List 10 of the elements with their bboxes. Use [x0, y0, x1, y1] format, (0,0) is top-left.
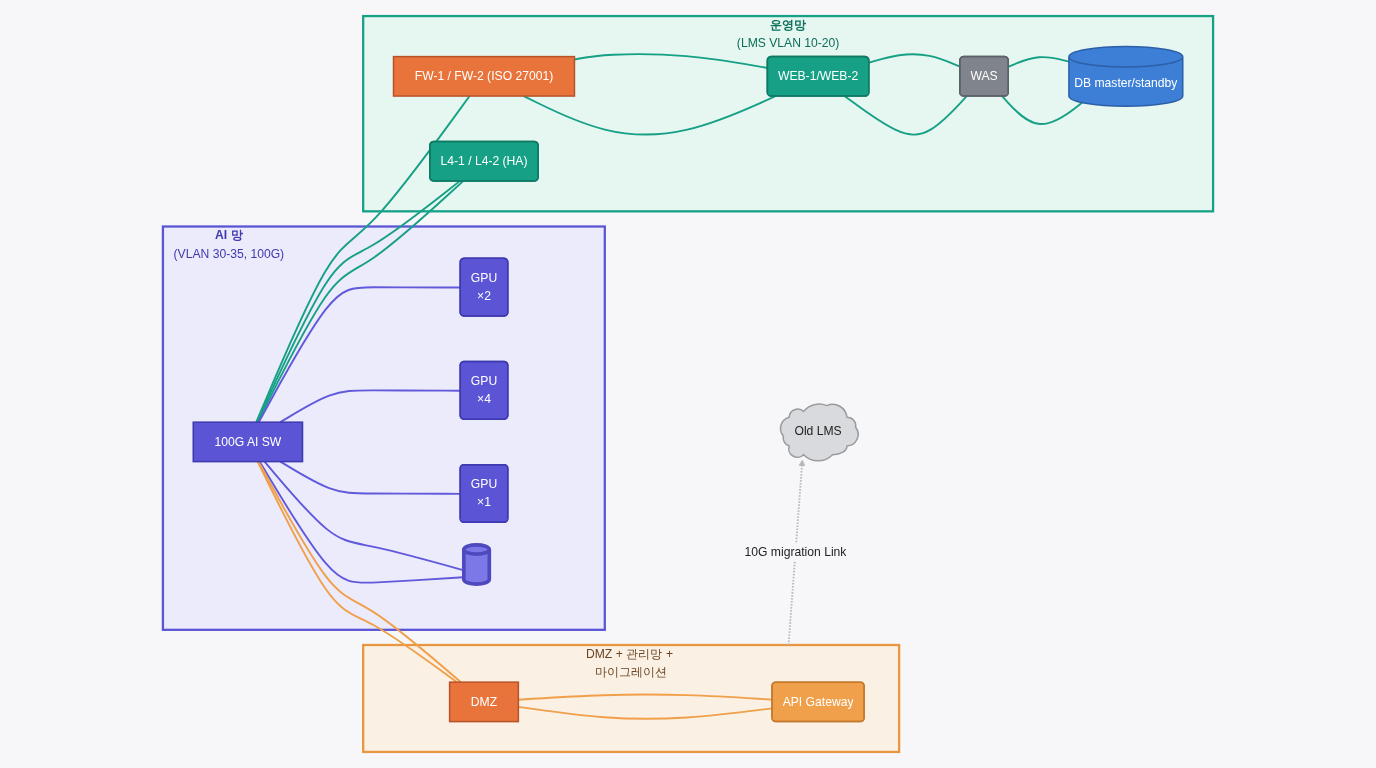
node-cylinder [462, 543, 492, 586]
connector [522, 95, 776, 136]
arrow [787, 459, 806, 646]
node-box: DMZ [448, 681, 520, 723]
connector [1001, 95, 1084, 125]
edge-label: 10G migration Link [744, 545, 847, 559]
connector [844, 95, 968, 136]
connector [255, 95, 471, 424]
node-box: FW-1 / FW-2 (ISO 27001) [392, 55, 576, 97]
node-box: 100G AI SW [192, 421, 304, 463]
